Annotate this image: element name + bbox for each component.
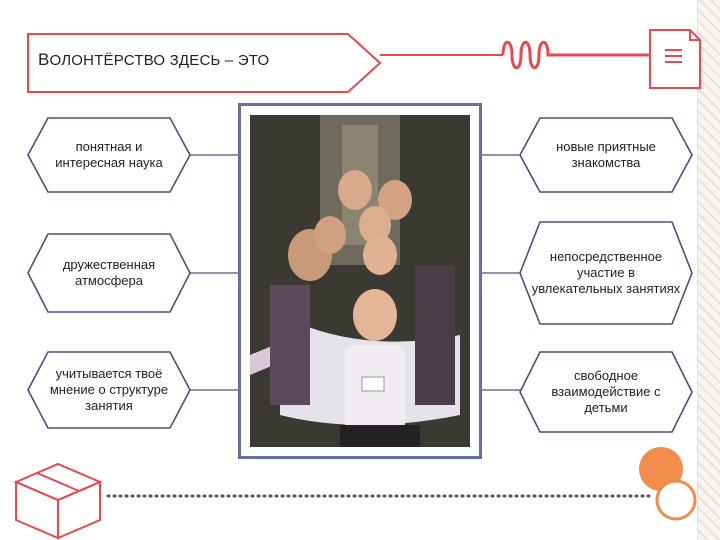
title-banner bbox=[27, 33, 382, 93]
right-item-2: непосредственное участие в увлекательных… bbox=[531, 248, 681, 297]
group-photo bbox=[250, 115, 470, 447]
left-item-1: понятная и интересная наука bbox=[55, 138, 163, 170]
left-item-3: учитывается твоё мнение о структуре заня… bbox=[49, 365, 169, 414]
decorative-right-border bbox=[697, 0, 720, 540]
hex-right-3 bbox=[519, 351, 693, 433]
hex-left-1 bbox=[27, 117, 191, 193]
hex-left-2 bbox=[27, 233, 191, 313]
document-icon bbox=[649, 29, 701, 89]
right-item-3: свободное взаимодействие с детьми bbox=[551, 367, 661, 416]
logo-box-icon bbox=[13, 462, 103, 540]
title-text: ОЛОНТЁРСТВО ЗДЕСЬ – ЭТО bbox=[49, 52, 270, 69]
hex-right-1 bbox=[519, 117, 693, 193]
right-item-1: новые приятные знакомства bbox=[556, 138, 656, 170]
group-photo-illustration bbox=[250, 115, 470, 447]
orange-circles bbox=[639, 447, 697, 521]
squiggle-decoration bbox=[501, 40, 650, 70]
hex-left-3 bbox=[27, 351, 191, 429]
connector-lines bbox=[188, 154, 522, 391]
photo-frame bbox=[238, 103, 482, 459]
left-item-2: дружественная атмосфера bbox=[62, 256, 156, 288]
page-title: ВОЛОНТЁРСТВО ЗДЕСЬ – ЭТО bbox=[38, 50, 269, 70]
title-first-letter: В bbox=[38, 50, 50, 69]
hex-right-2 bbox=[519, 221, 693, 325]
